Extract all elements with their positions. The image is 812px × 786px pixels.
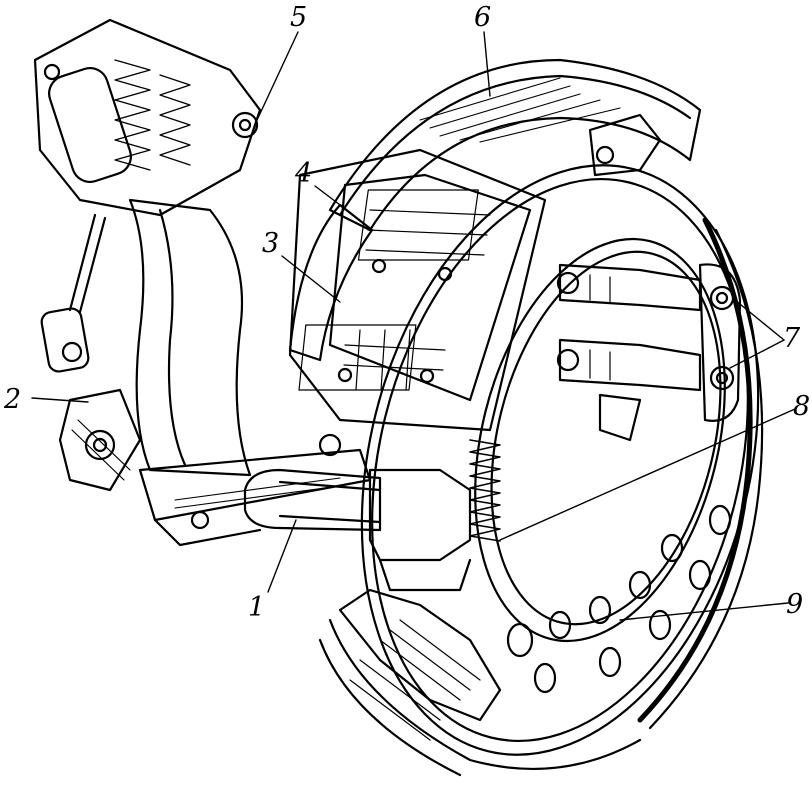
spring-cylinder (33, 18, 262, 217)
label-7: 7 (783, 323, 801, 354)
label-2: 2 (4, 384, 22, 415)
label-3: 3 (262, 228, 280, 259)
label-6: 6 (474, 2, 492, 33)
label-5: 5 (290, 2, 308, 33)
friction-lining (288, 148, 547, 432)
adjuster-rod (243, 433, 472, 592)
label-4: 4 (295, 158, 313, 189)
brake-disc-ring (318, 164, 764, 777)
brake-shoe-outer (288, 58, 702, 362)
leader-lines (31, 31, 796, 621)
return-spring (469, 439, 501, 542)
linkage-rod (40, 213, 142, 492)
label-1: 1 (248, 592, 266, 623)
caliper-arm (128, 198, 372, 547)
pin-bolts (556, 263, 742, 442)
label-9: 9 (786, 589, 804, 620)
label-8: 8 (793, 391, 811, 422)
